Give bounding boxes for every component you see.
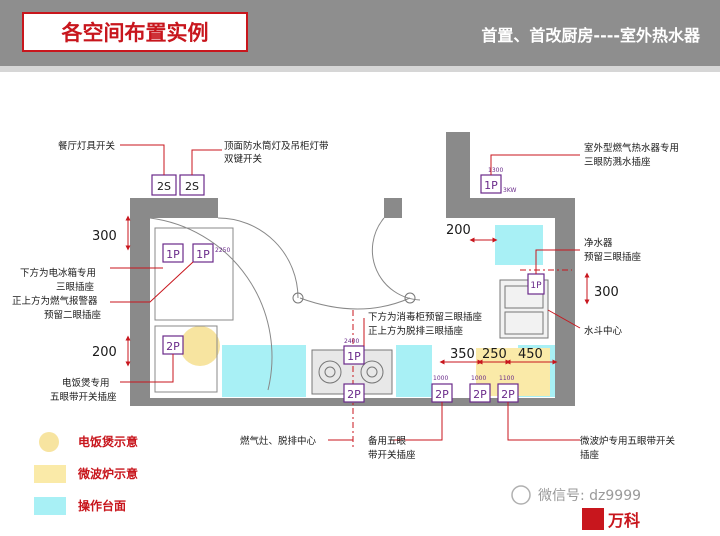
dim-300-left: 300 xyxy=(92,229,117,244)
socket-2p-rice-cooker: 2P xyxy=(162,335,184,355)
brand-logo-icon xyxy=(582,508,604,530)
wall-right xyxy=(555,198,575,406)
legend-microwave: 微波炉示意 xyxy=(77,466,138,481)
socket-1p-fridge: 1P xyxy=(162,243,184,263)
wall-top-stub xyxy=(384,198,402,218)
socket-label: 2P xyxy=(347,388,361,401)
socket-2p-hood: 2P xyxy=(343,383,365,403)
dim-450: 450 xyxy=(518,347,543,362)
socket-label: 2P xyxy=(501,388,515,401)
door-swing-arc-3 xyxy=(371,217,421,301)
label-stove-center: 燃气灶、脱排中心 xyxy=(240,435,317,447)
height-label: 1000 xyxy=(433,375,448,382)
label-heater-1: 室外型燃气热水器专用 xyxy=(584,142,679,154)
page-title: 各空间布置实例 xyxy=(61,21,209,45)
dim-300-right: 300 xyxy=(594,285,619,300)
leader-lines xyxy=(110,144,580,441)
label-microwave-1: 微波炉专用五眼带开关 xyxy=(580,435,676,447)
door-swing-arc-2 xyxy=(217,217,299,299)
brand-name: 万科 xyxy=(607,511,640,530)
socket-label: 2P xyxy=(435,388,449,401)
socket-label: 1P xyxy=(530,281,542,291)
fridge-outline xyxy=(154,227,234,321)
cabinet-outline xyxy=(154,325,218,393)
switch-2s-label: 2S xyxy=(185,180,199,193)
label-gas-alarm-2: 预留二眼插座 xyxy=(44,309,102,321)
wall-top-left xyxy=(130,198,218,218)
counter-left xyxy=(222,345,306,397)
socket-label: 1P xyxy=(166,248,180,261)
legend-counter: 操作台面 xyxy=(78,498,126,513)
dimension-texts: 300 200 200 300 350 250 450 xyxy=(92,223,619,362)
label-microwave-2: 插座 xyxy=(580,449,600,461)
socket-label: 1P xyxy=(347,350,361,363)
door-swing-arc xyxy=(149,217,273,391)
watermark: 微信号: dz9999 万科 xyxy=(511,485,641,530)
label-heater-2: 三眼防溅水插座 xyxy=(584,156,651,168)
socket-2p-microwave: 2P 1100 xyxy=(497,375,519,403)
wechat-icon xyxy=(511,485,531,505)
dimension-lines xyxy=(125,215,590,367)
counter-sink-area xyxy=(495,225,543,265)
height-label: 2400 xyxy=(344,338,359,345)
switch-2s-dining: 2S xyxy=(151,174,177,196)
dim-350: 350 xyxy=(450,347,475,362)
socket-2p-spare-1: 2P 1000 xyxy=(431,375,453,403)
height-label: 1000 xyxy=(471,375,486,382)
label-ceiling-switch-2: 双键开关 xyxy=(224,153,263,165)
power-label: 3KW xyxy=(503,187,517,194)
socket-2p-spare-2: 2P 1000 xyxy=(469,375,491,403)
dim-200-left: 200 xyxy=(92,345,117,360)
height-label: 1300 xyxy=(488,167,503,174)
rice-cooker-area xyxy=(180,326,220,366)
page-subtitle: 首置、首改厨房----室外热水器 xyxy=(481,26,700,45)
label-purifier-2: 预留三眼插座 xyxy=(584,251,642,263)
label-purifier-1: 净水器 xyxy=(584,237,613,249)
counter-middle xyxy=(396,345,432,397)
dim-200-top: 200 xyxy=(446,223,471,238)
socket-label: 2P xyxy=(166,340,180,353)
height-label: 2250 xyxy=(215,247,230,254)
label-gas-alarm-1: 正上方为燃气报警器 xyxy=(12,295,98,307)
label-disinfect-2: 正上方为脱排三眼插座 xyxy=(368,325,464,337)
wall-outdoor-pillar xyxy=(446,132,470,218)
label-sink-center: 水斗中心 xyxy=(584,325,623,337)
wall-top-right xyxy=(446,198,575,218)
switch-2s-ceiling: 2S xyxy=(179,174,205,196)
legend-swatch-rice-cooker xyxy=(39,432,59,452)
ceiling-light-icon xyxy=(292,292,304,304)
socket-label: 1P xyxy=(196,248,210,261)
watermark-wechat: 微信号: dz9999 xyxy=(538,488,641,504)
label-spare-1: 备用五眼 xyxy=(368,435,407,447)
socket-label: 1P xyxy=(484,179,498,192)
ceiling-light-icon-2 xyxy=(404,292,416,304)
legend-rice-cooker: 电饭煲示意 xyxy=(78,434,138,449)
header-strip xyxy=(0,66,720,72)
height-label: 1100 xyxy=(499,375,514,382)
label-rice-cooker-1: 电饭煲专用 xyxy=(62,377,110,389)
socket-1p-gas-alarm: 1P 2250 xyxy=(192,243,230,263)
sink-center-leader xyxy=(547,309,581,329)
dim-250: 250 xyxy=(482,347,507,362)
legend-swatch-microwave xyxy=(34,465,66,483)
label-fridge-1: 下方为电冰箱专用 xyxy=(20,267,96,279)
legend-swatch-counter xyxy=(34,497,66,515)
ceiling-light-line xyxy=(299,297,411,310)
label-spare-2: 带开关插座 xyxy=(368,449,416,461)
socket-1p-disinfect: 1P 2400 xyxy=(343,338,365,365)
socket-1p-purifier: 1P xyxy=(527,273,545,295)
label-disinfect-1: 下方为消毒柜预留三眼插座 xyxy=(368,311,483,323)
label-dining-switch: 餐厅灯具开关 xyxy=(58,140,116,152)
annotations: 餐厅灯具开关 顶面防水筒灯及吊柜灯带 双键开关 室外型燃气热水器专用 三眼防溅水… xyxy=(12,140,679,461)
label-fridge-2: 三眼插座 xyxy=(56,281,95,293)
socket-1p-water-heater: 1P 1300 3KW xyxy=(480,167,517,194)
title-box: 各空间布置实例 xyxy=(22,12,248,52)
label-rice-cooker-2: 五眼带开关插座 xyxy=(50,391,117,403)
label-ceiling-switch-1: 顶面防水筒灯及吊柜灯带 xyxy=(224,140,329,152)
socket-label: 2P xyxy=(473,388,487,401)
switch-2s-label: 2S xyxy=(157,180,171,193)
legend: 电饭煲示意 微波炉示意 操作台面 xyxy=(34,432,138,515)
